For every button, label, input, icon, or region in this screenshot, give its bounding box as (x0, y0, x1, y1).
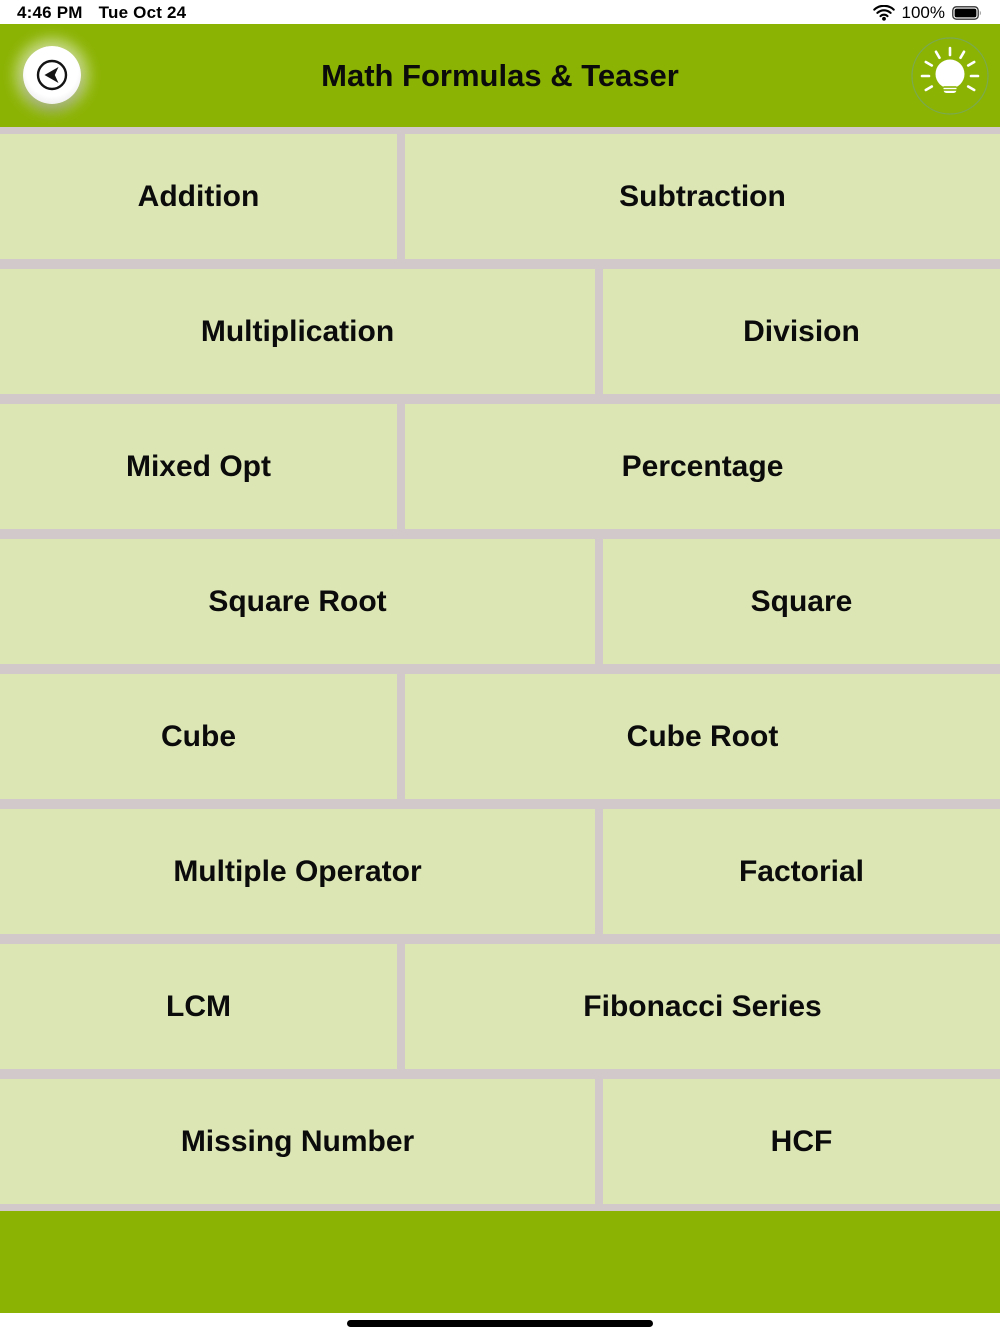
header-bar: Math Formulas & Teaser (0, 24, 1000, 127)
lightbulb-icon (910, 36, 990, 116)
button-hcf[interactable]: HCF (603, 1079, 1000, 1204)
topic-grid: Addition Subtraction Multiplication Divi… (0, 127, 1000, 1211)
hint-button[interactable] (910, 36, 990, 116)
grid-row-8: Missing Number HCF (0, 1079, 1000, 1204)
back-arrow-icon (32, 55, 72, 95)
grid-row-7: LCM Fibonacci Series (0, 944, 1000, 1069)
page-title: Math Formulas & Teaser (321, 58, 679, 93)
button-factorial[interactable]: Factorial (603, 809, 1000, 934)
button-percentage[interactable]: Percentage (405, 404, 1000, 529)
button-cube[interactable]: Cube (0, 674, 397, 799)
grid-row-3: Mixed Opt Percentage (0, 404, 1000, 529)
home-indicator[interactable] (347, 1320, 653, 1327)
grid-row-6: Multiple Operator Factorial (0, 809, 1000, 934)
grid-row-4: Square Root Square (0, 539, 1000, 664)
battery-icon (952, 6, 983, 20)
status-right: 100% (872, 3, 983, 23)
button-square[interactable]: Square (603, 539, 1000, 664)
grid-row-1: Addition Subtraction (0, 134, 1000, 259)
grid-row-5: Cube Cube Root (0, 674, 1000, 799)
button-multiplication[interactable]: Multiplication (0, 269, 595, 394)
button-multiple-operator[interactable]: Multiple Operator (0, 809, 595, 934)
button-mixed-opt[interactable]: Mixed Opt (0, 404, 397, 529)
status-bar: 4:46 PM Tue Oct 24 100% (0, 0, 1000, 24)
battery-percent-label: 100% (901, 3, 945, 22)
button-missing-number[interactable]: Missing Number (0, 1079, 595, 1204)
button-cube-root[interactable]: Cube Root (405, 674, 1000, 799)
status-date: Tue Oct 24 (98, 3, 187, 22)
button-subtraction[interactable]: Subtraction (405, 134, 1000, 259)
grid-row-2: Multiplication Division (0, 269, 1000, 394)
bottom-system-area (0, 1313, 1000, 1334)
button-addition[interactable]: Addition (0, 134, 397, 259)
button-lcm[interactable]: LCM (0, 944, 397, 1069)
status-left: 4:46 PM Tue Oct 24 (17, 3, 186, 23)
back-button[interactable] (23, 46, 81, 104)
status-time: 4:46 PM (17, 3, 83, 22)
button-division[interactable]: Division (603, 269, 1000, 394)
footer-bar (0, 1211, 1000, 1313)
wifi-icon (872, 5, 895, 21)
button-fibonacci-series[interactable]: Fibonacci Series (405, 944, 1000, 1069)
button-square-root[interactable]: Square Root (0, 539, 595, 664)
